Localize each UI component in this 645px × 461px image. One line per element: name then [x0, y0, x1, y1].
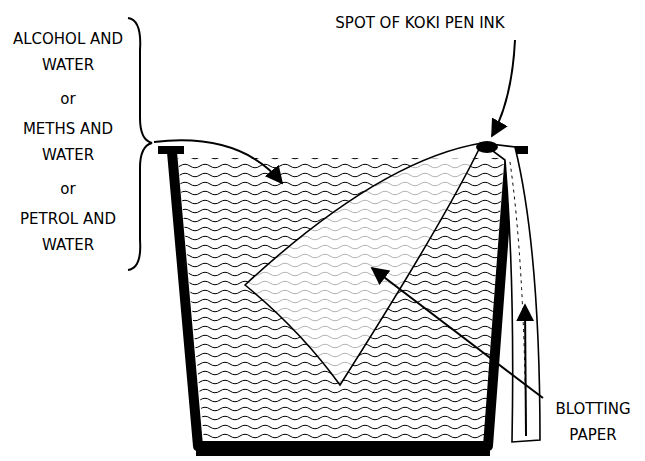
label-text: METHS AND WATER [12, 116, 124, 168]
blotting-paper [482, 143, 540, 442]
brace [128, 18, 152, 270]
leader-arrow [154, 140, 282, 183]
leader-arrow [492, 40, 515, 136]
paper-fold [510, 162, 526, 430]
blotting-paper [245, 143, 482, 385]
label-text: SPOT OF KOKI PEN INK [320, 10, 520, 36]
label-text: PETROL AND WATER [12, 206, 124, 258]
ink-spot [476, 141, 498, 153]
container-base [196, 446, 490, 456]
leader-arrow [372, 268, 543, 398]
label-text: ALCOHOL AND WATER [12, 26, 124, 78]
label-text: or [12, 86, 124, 112]
label-text: or [12, 176, 124, 202]
label-text: BLOTTING PAPER [546, 396, 640, 448]
container-rim [158, 146, 184, 154]
leader-arrow [525, 305, 526, 436]
